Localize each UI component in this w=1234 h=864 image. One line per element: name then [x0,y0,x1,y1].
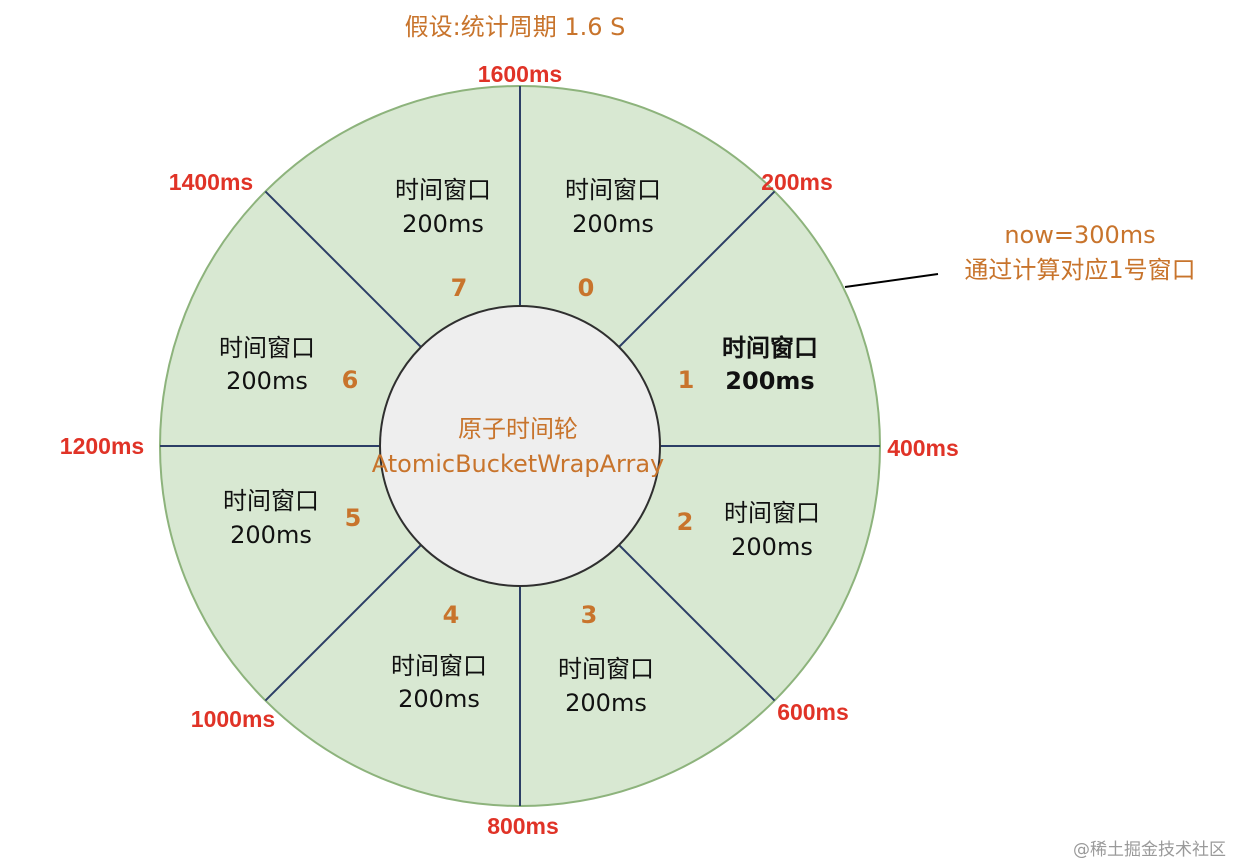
window-duration: 200ms [230,521,312,549]
boundary-label: 600ms [777,699,849,725]
divider-top-left [264,190,422,348]
window-duration: 200ms [565,689,647,717]
boundary-label: 400ms [887,435,959,461]
window-duration: 200ms [402,210,484,238]
window-3: 时间窗口 200ms 3 [558,601,654,717]
window-title: 时间窗口 [724,499,820,527]
window-7: 时间窗口 200ms 7 [395,176,491,302]
boundary-label: 1400ms [169,169,253,195]
window-index: 3 [581,601,598,629]
window-duration: 200ms [398,685,480,713]
window-duration: 200ms [731,533,813,561]
annotation-now: now=300ms [1004,221,1155,249]
window-title: 时间窗口 [395,176,491,204]
window-index: 5 [345,504,362,532]
hub-subtitle: AtomicBucketWrapArray [372,450,665,478]
window-index: 1 [678,366,695,394]
window-title: 时间窗口 [565,176,661,204]
boundary-label: 1600ms [478,61,562,87]
boundary-label: 1200ms [60,433,144,459]
divider-bottom-left [264,544,422,702]
window-index: 2 [677,508,694,536]
annotation-pointer-line [844,273,939,288]
window-6: 时间窗口 200ms 6 [219,334,358,395]
window-title: 时间窗口 [722,334,818,362]
window-index: 7 [451,274,468,302]
divider-bottom-right [618,544,776,702]
window-index: 4 [443,601,460,629]
window-title: 时间窗口 [558,655,654,683]
window-0: 时间窗口 200ms 0 [565,176,661,302]
window-duration: 200ms [725,367,814,395]
hub-circle [379,305,661,587]
boundary-label: 200ms [761,169,833,195]
window-title: 时间窗口 [219,334,315,362]
window-index: 0 [578,274,595,302]
boundary-label: 1000ms [191,706,275,732]
window-index: 6 [342,366,359,394]
assumption-text: 假设:统计周期 1.6 S [405,13,626,41]
window-1: 时间窗口 200ms 1 [678,334,818,395]
window-duration: 200ms [226,367,308,395]
window-duration: 200ms [572,210,654,238]
window-title: 时间窗口 [391,652,487,680]
window-4: 时间窗口 200ms 4 [391,601,487,713]
window-2: 时间窗口 200ms 2 [677,499,820,561]
window-5: 时间窗口 200ms 5 [223,487,361,549]
watermark-text: @稀土掘金技术社区 [1073,840,1226,860]
divider-top-right [618,190,776,348]
window-title: 时间窗口 [223,487,319,515]
boundary-label: 800ms [487,813,559,839]
hub-title: 原子时间轮 [458,415,578,443]
annotation-window-hint: 通过计算对应1号窗口 [964,256,1195,284]
